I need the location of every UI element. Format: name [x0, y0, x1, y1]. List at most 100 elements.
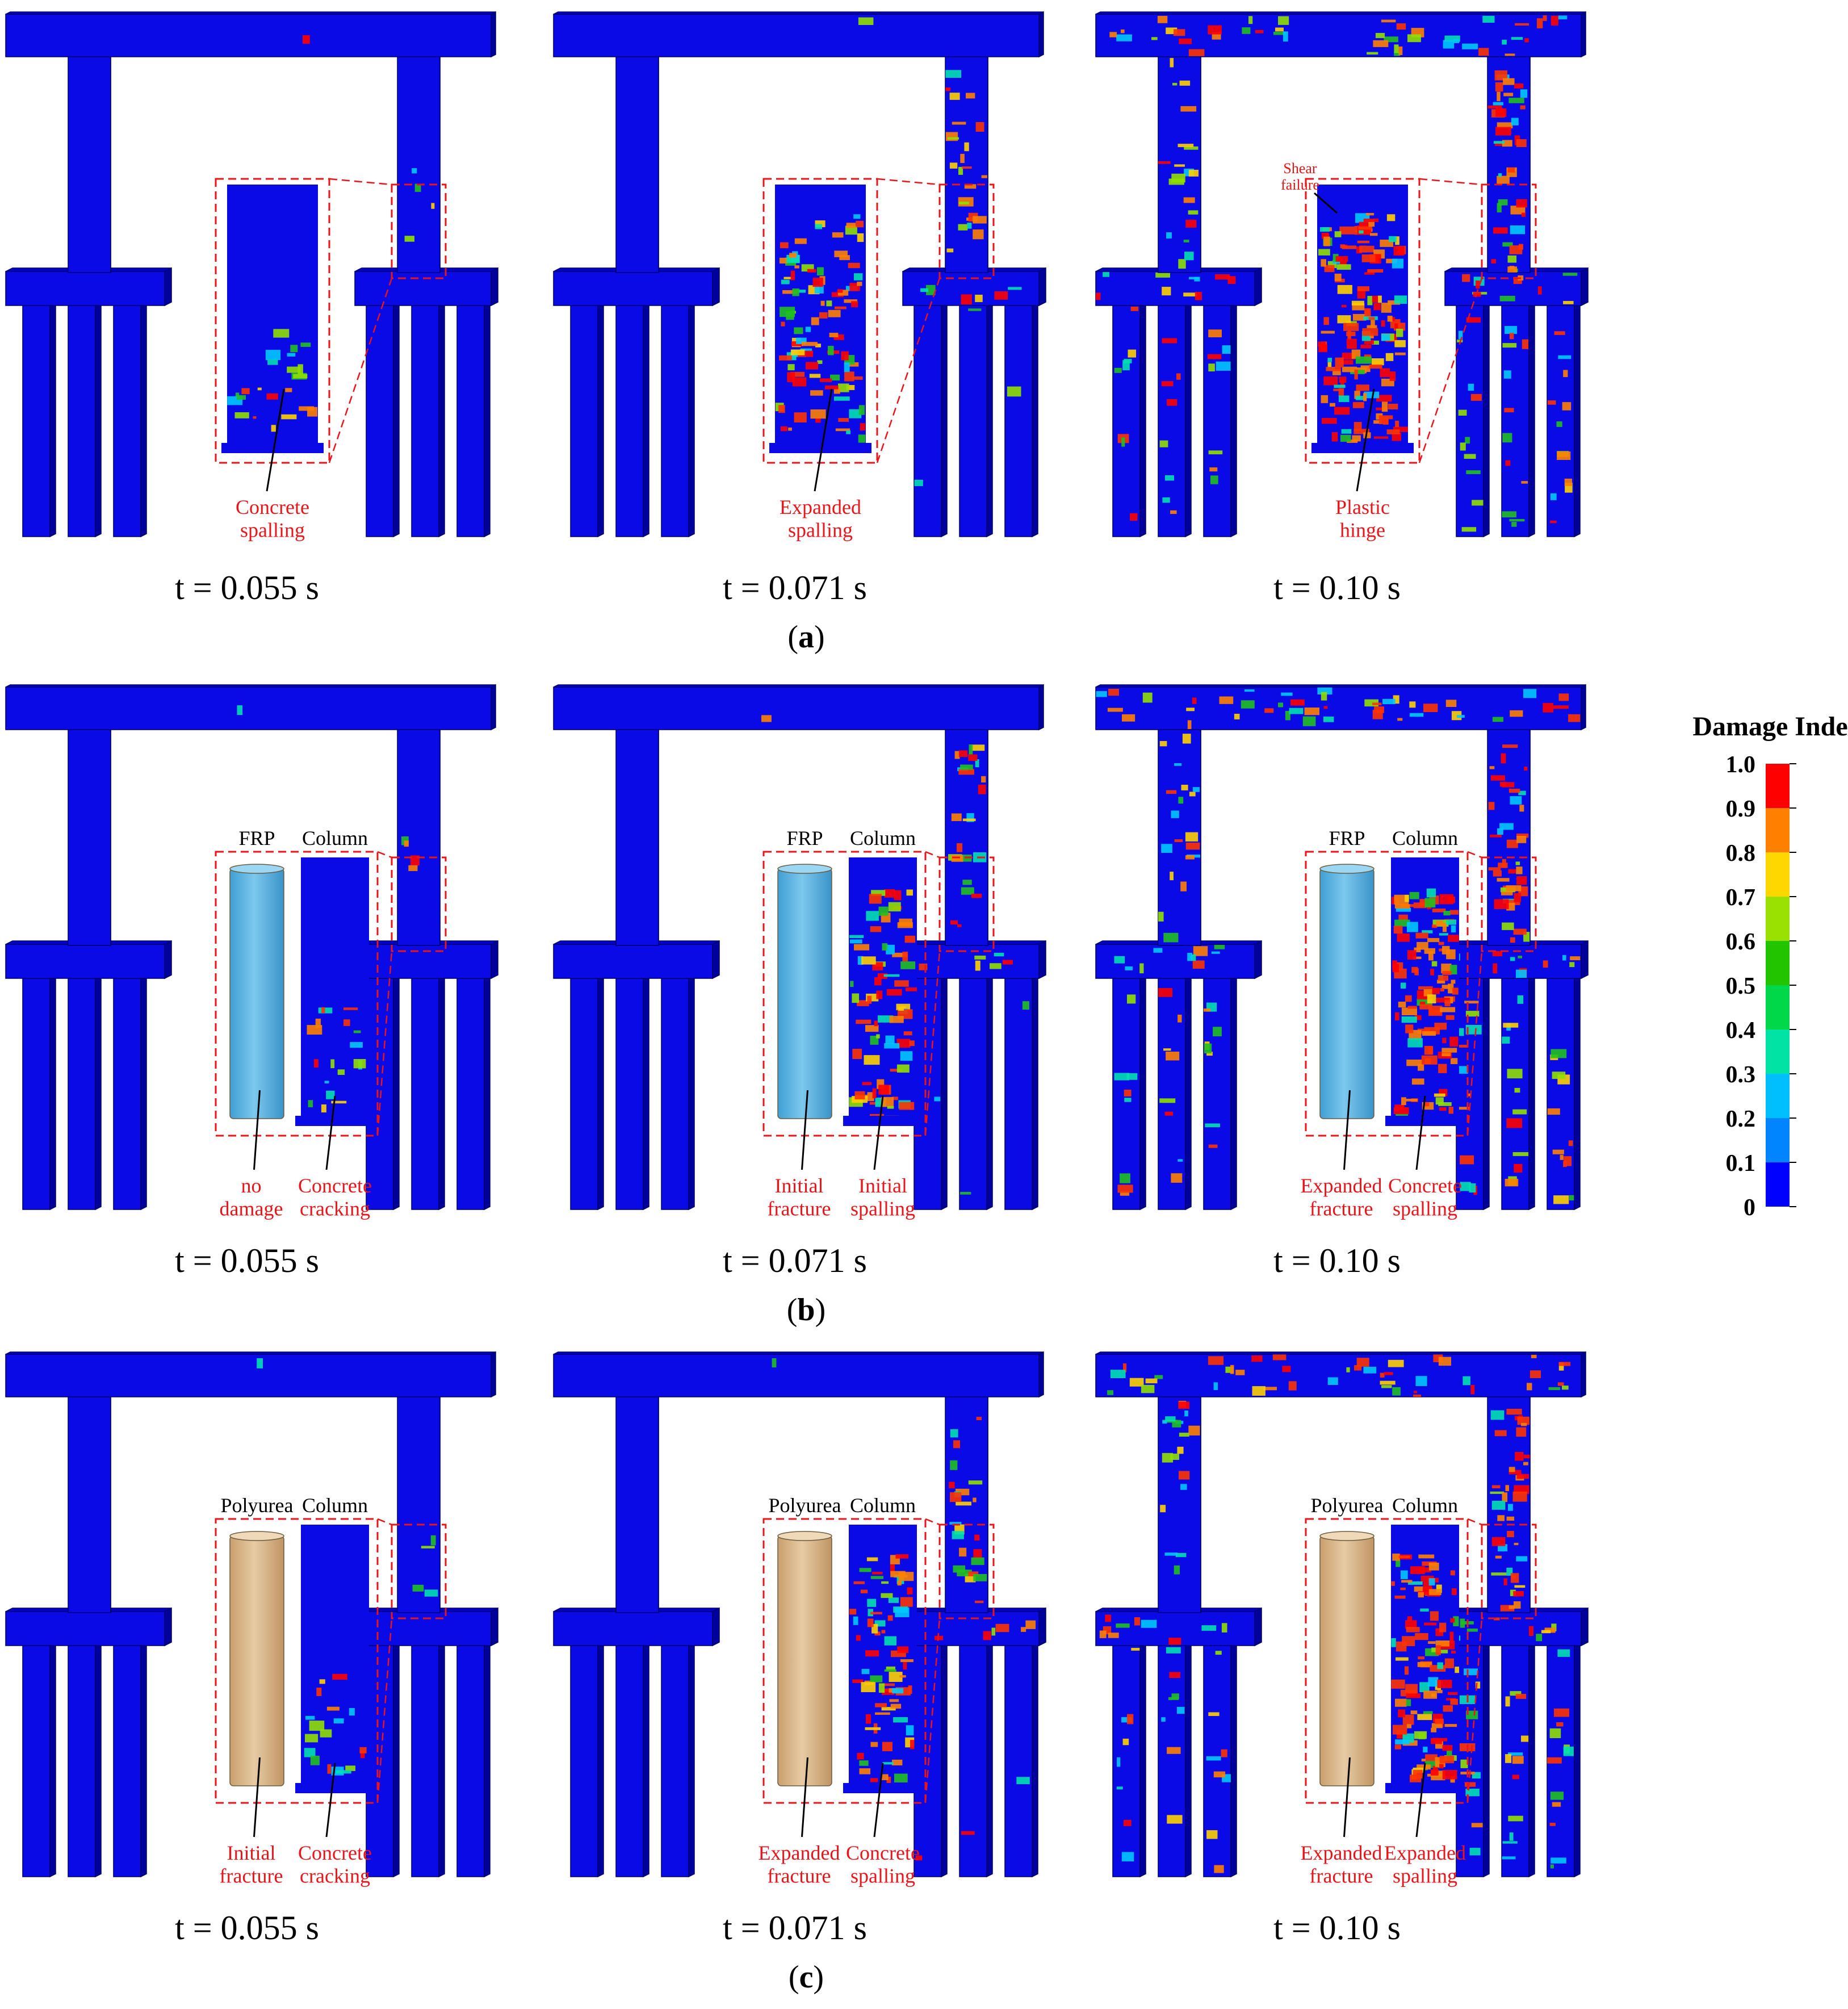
- arrow: [801, 1090, 808, 1170]
- column-label: Column: [302, 1494, 368, 1517]
- legend-tick-label: 0.5: [1726, 973, 1756, 999]
- pile-right: [913, 303, 942, 537]
- zoom-region: [391, 183, 447, 279]
- jacket-label: Polyurea: [221, 1494, 294, 1517]
- leader-line: [1467, 851, 1482, 859]
- jacket-label: FRP: [238, 827, 275, 849]
- pile-right: [1501, 976, 1529, 1210]
- polyurea-jacket: [1319, 1535, 1375, 1786]
- pile-left: [68, 1643, 96, 1877]
- pile-right: [1547, 976, 1575, 1210]
- arrow: [814, 388, 833, 492]
- pile-right: [1501, 303, 1529, 537]
- column-right: [397, 726, 441, 946]
- inset-footing: [769, 443, 871, 453]
- inset-frame: [762, 1518, 927, 1804]
- time-label: t = 0.071 s: [723, 1909, 867, 1947]
- pile-left: [1158, 1643, 1186, 1877]
- pile-cap-right: [1444, 944, 1582, 979]
- column-label: Column: [302, 827, 368, 849]
- leader-line: [924, 951, 941, 1136]
- column-left: [615, 53, 659, 273]
- damage-legend: Damage Index1.00.90.80.70.60.50.40.30.20…: [1692, 711, 1848, 1221]
- cap-beam: [1095, 687, 1582, 730]
- pile-left: [22, 976, 51, 1210]
- time-label: t = 0.071 s: [723, 1242, 867, 1279]
- callout-column-line-2: hinge: [1340, 518, 1385, 541]
- arrow: [253, 1757, 261, 1838]
- inset-column: [227, 185, 318, 451]
- leader-line: [925, 1518, 940, 1526]
- pile-right: [456, 1643, 485, 1877]
- leader-line: [1418, 278, 1483, 463]
- arrow: [1314, 192, 1338, 214]
- callout-column-line-2: cracking: [300, 1197, 370, 1220]
- callout-wrap-line-1: no: [241, 1174, 262, 1197]
- leader-line: [1466, 951, 1483, 1136]
- pile-left: [615, 1643, 644, 1877]
- inset-footing: [295, 1116, 375, 1126]
- callout-wrap-line-2: fracture: [1310, 1197, 1373, 1220]
- callout-column-line-1: Concrete: [236, 496, 309, 518]
- jacket-label: FRP: [1329, 827, 1365, 849]
- caption-text: (c): [789, 1960, 824, 1995]
- callout-wrap-line-2: fracture: [768, 1197, 831, 1220]
- subfigure-caption-c: (c): [789, 1960, 824, 1995]
- inset-frame: [1305, 178, 1420, 464]
- callout-column-line-1: Expanded: [1384, 1841, 1466, 1864]
- cap-beam: [553, 1354, 1040, 1397]
- arrow: [325, 1095, 336, 1170]
- callout-wrap-line-2: fracture: [220, 1864, 283, 1887]
- legend-title: Damage Index: [1692, 711, 1848, 742]
- inset-frame: [762, 851, 927, 1137]
- inset-column: [301, 1525, 369, 1792]
- legend-tick-label: 0.2: [1726, 1106, 1756, 1132]
- legend-tick-label: 0.1: [1726, 1150, 1756, 1177]
- inset-footing: [1385, 1116, 1465, 1126]
- legend-swatch: [1766, 764, 1790, 808]
- caption-text: (b): [787, 1292, 825, 1328]
- pile-cap-right: [354, 944, 492, 979]
- callout-wrap-line-1: Initial: [227, 1841, 276, 1864]
- time-label: t = 0.071 s: [723, 569, 867, 606]
- inset-frame: [1305, 851, 1469, 1137]
- legend-tick-label: 0.8: [1726, 840, 1756, 867]
- arrow: [1415, 1763, 1426, 1838]
- pile-left: [661, 976, 689, 1210]
- callout-wrap-line-1: Expanded: [759, 1841, 840, 1864]
- callout-shear-line-1: Shear: [1283, 160, 1317, 177]
- inset-frame: [762, 178, 878, 464]
- zoom-region: [391, 856, 447, 952]
- legend-tick-label: 1.0: [1726, 752, 1756, 778]
- column-label: Column: [1392, 827, 1458, 849]
- callout-column-line-2: spalling: [850, 1197, 915, 1220]
- pile-left: [1203, 976, 1231, 1210]
- inset-frame: [215, 1518, 379, 1804]
- pile-cap-right: [354, 271, 492, 306]
- legend-tick-label: 0.4: [1726, 1018, 1756, 1044]
- legend-swatch: [1766, 1029, 1790, 1074]
- leader-line: [876, 278, 941, 463]
- arrow: [253, 1090, 261, 1170]
- pile-right: [1004, 1643, 1033, 1877]
- legend-tick-label: 0.3: [1726, 1062, 1756, 1088]
- callout-column-line-2: spalling: [1393, 1197, 1457, 1220]
- leader-line: [877, 178, 940, 186]
- cap-beam: [1095, 1354, 1582, 1397]
- column-right: [397, 53, 441, 273]
- pile-cap-left: [5, 271, 165, 306]
- pile-right: [1547, 303, 1575, 537]
- column-left: [68, 1393, 111, 1613]
- pile-left: [661, 1643, 689, 1877]
- inset-footing: [843, 1116, 923, 1126]
- callout-column-line-2: spalling: [788, 518, 853, 541]
- frp-jacket: [1319, 868, 1375, 1119]
- pile-right: [411, 303, 439, 537]
- pile-cap-right: [1444, 1611, 1582, 1646]
- arrow: [873, 1763, 884, 1838]
- zoom-region: [938, 856, 995, 952]
